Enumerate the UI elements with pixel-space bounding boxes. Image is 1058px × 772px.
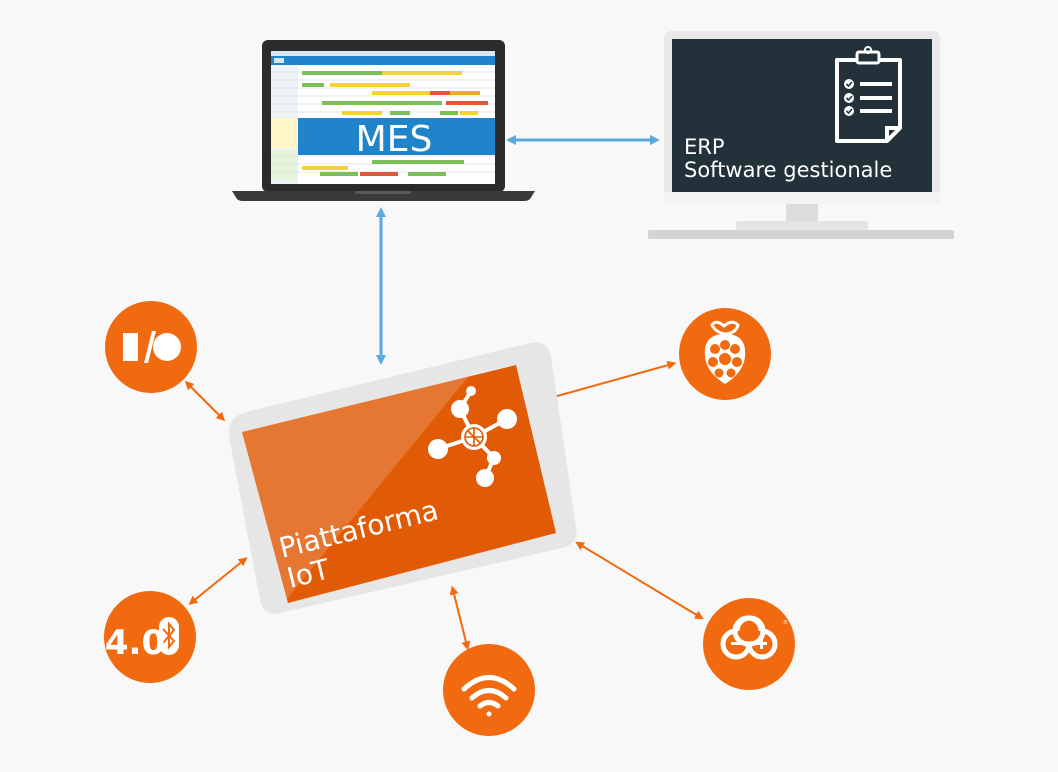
io-logo-icon [123, 331, 181, 363]
io-iot-arrow [184, 380, 226, 422]
raspberry-pi-icon [704, 320, 746, 384]
wifi-icon [461, 675, 517, 717]
erp-subtitle: Software gestionale [684, 158, 892, 182]
mes-gantt-screenshot [271, 51, 495, 184]
erp-title: ERP [684, 135, 725, 159]
bluetooth-icon [162, 621, 176, 650]
arduino-iot-arrow [575, 541, 704, 620]
arduino-icon: ® [720, 615, 788, 660]
monitor-screen [672, 39, 932, 192]
mes-banner [298, 118, 495, 155]
desk-line [648, 230, 954, 239]
raspberry-device [679, 308, 771, 400]
iot-platform-tablet: Piattaforma IoT [228, 342, 577, 614]
wifi-device [443, 644, 535, 736]
network-nodes-icon [428, 386, 517, 487]
mes-laptop: MES [232, 40, 535, 201]
monitor-neck [786, 204, 818, 222]
mes-label: MES [356, 119, 433, 160]
clipboard-checklist-icon [835, 46, 902, 143]
bluetooth-version-label: 4.0 [105, 623, 165, 663]
monitor-stand [736, 221, 868, 230]
wifi-iot-arrow [449, 585, 471, 651]
arduino-device: ® [703, 598, 795, 690]
raspberry-iot-arrow [545, 360, 677, 402]
erp-monitor: ERP Software gestionale [648, 31, 954, 239]
io-device [105, 301, 197, 393]
svg-text:®: ® [783, 619, 788, 626]
bluetooth-device: 4.0 [104, 591, 196, 683]
bluetooth-iot-arrow [188, 557, 248, 605]
laptop-base [232, 191, 535, 201]
